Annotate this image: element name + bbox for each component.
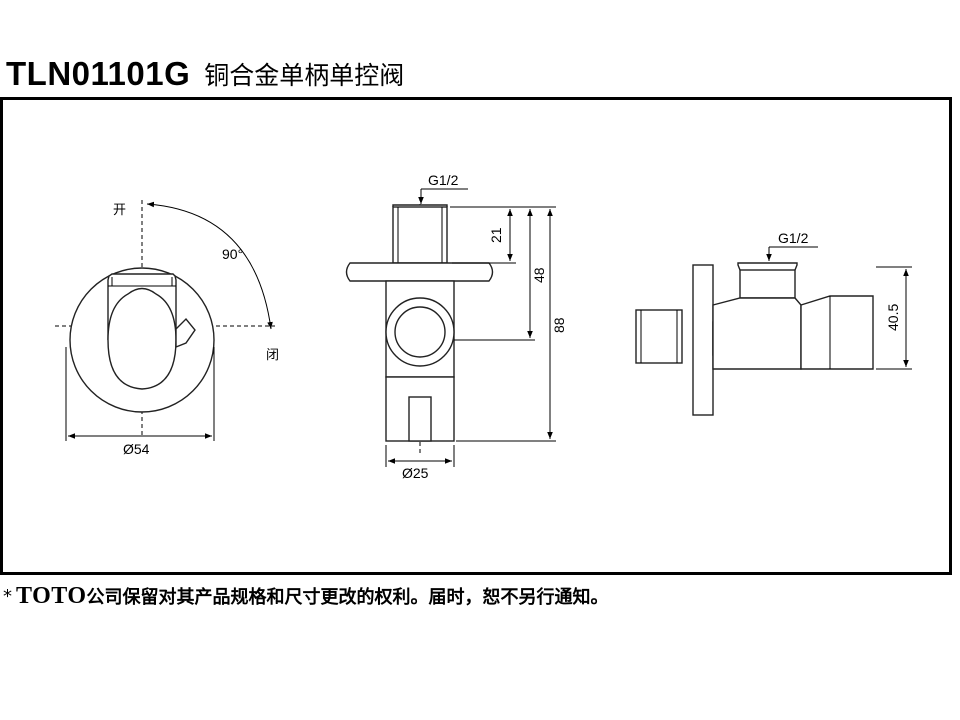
- disclaimer-text: 公司保留对其产品规格和尺寸更改的权利。届时，恕不另行通知。: [86, 587, 609, 608]
- side-thread-label: G1/2: [428, 172, 459, 188]
- header: TLN01101G 铜合金单柄单控阀: [6, 52, 404, 96]
- inlet-thread: [635, 309, 683, 364]
- asterisk: *: [3, 585, 12, 607]
- diameter-54-label: Ø54: [123, 441, 150, 457]
- top-thread-2: [739, 269, 796, 299]
- brand-name: TOTO: [16, 582, 87, 609]
- handle-slot: [408, 396, 432, 442]
- dim-21-label: 21: [488, 227, 504, 243]
- product-name: 铜合金单柄单控阀: [204, 61, 405, 90]
- handle-block: [800, 295, 874, 370]
- side-view: 21 48 88 G1/2 Ø25: [345, 172, 567, 481]
- drawing-frame: 开 闭 90° Ø54 21 48 88 G1/2: [0, 97, 960, 577]
- dim-40-5-label: 40.5: [885, 304, 901, 331]
- top-view: 40.5 G1/2: [635, 230, 912, 416]
- flange-plate: [345, 262, 494, 282]
- top-thread-cap-2: [737, 262, 798, 271]
- outlet-ring-inner: [394, 306, 446, 358]
- valve-housing: [712, 297, 802, 370]
- top-thread-label: G1/2: [778, 230, 809, 246]
- dim-88-label: 88: [551, 317, 567, 333]
- front-view: 开 闭 90° Ø54: [55, 200, 279, 457]
- footer-note: * TOTO 公司保留对其产品规格和尺寸更改的权利。届时，恕不另行通知。: [3, 581, 608, 611]
- handle-knob: [107, 287, 177, 390]
- end-flange: [692, 264, 714, 416]
- dim-48-label: 48: [531, 267, 547, 283]
- rotation-arc: [146, 201, 273, 330]
- frame-border: [0, 97, 952, 575]
- model-number: TLN01101G: [6, 55, 191, 92]
- angle-label: 90°: [222, 246, 243, 262]
- open-label: 开: [113, 203, 126, 218]
- diameter-25-label: Ø25: [402, 465, 429, 481]
- close-label: 闭: [266, 348, 279, 363]
- top-thread: [392, 206, 448, 264]
